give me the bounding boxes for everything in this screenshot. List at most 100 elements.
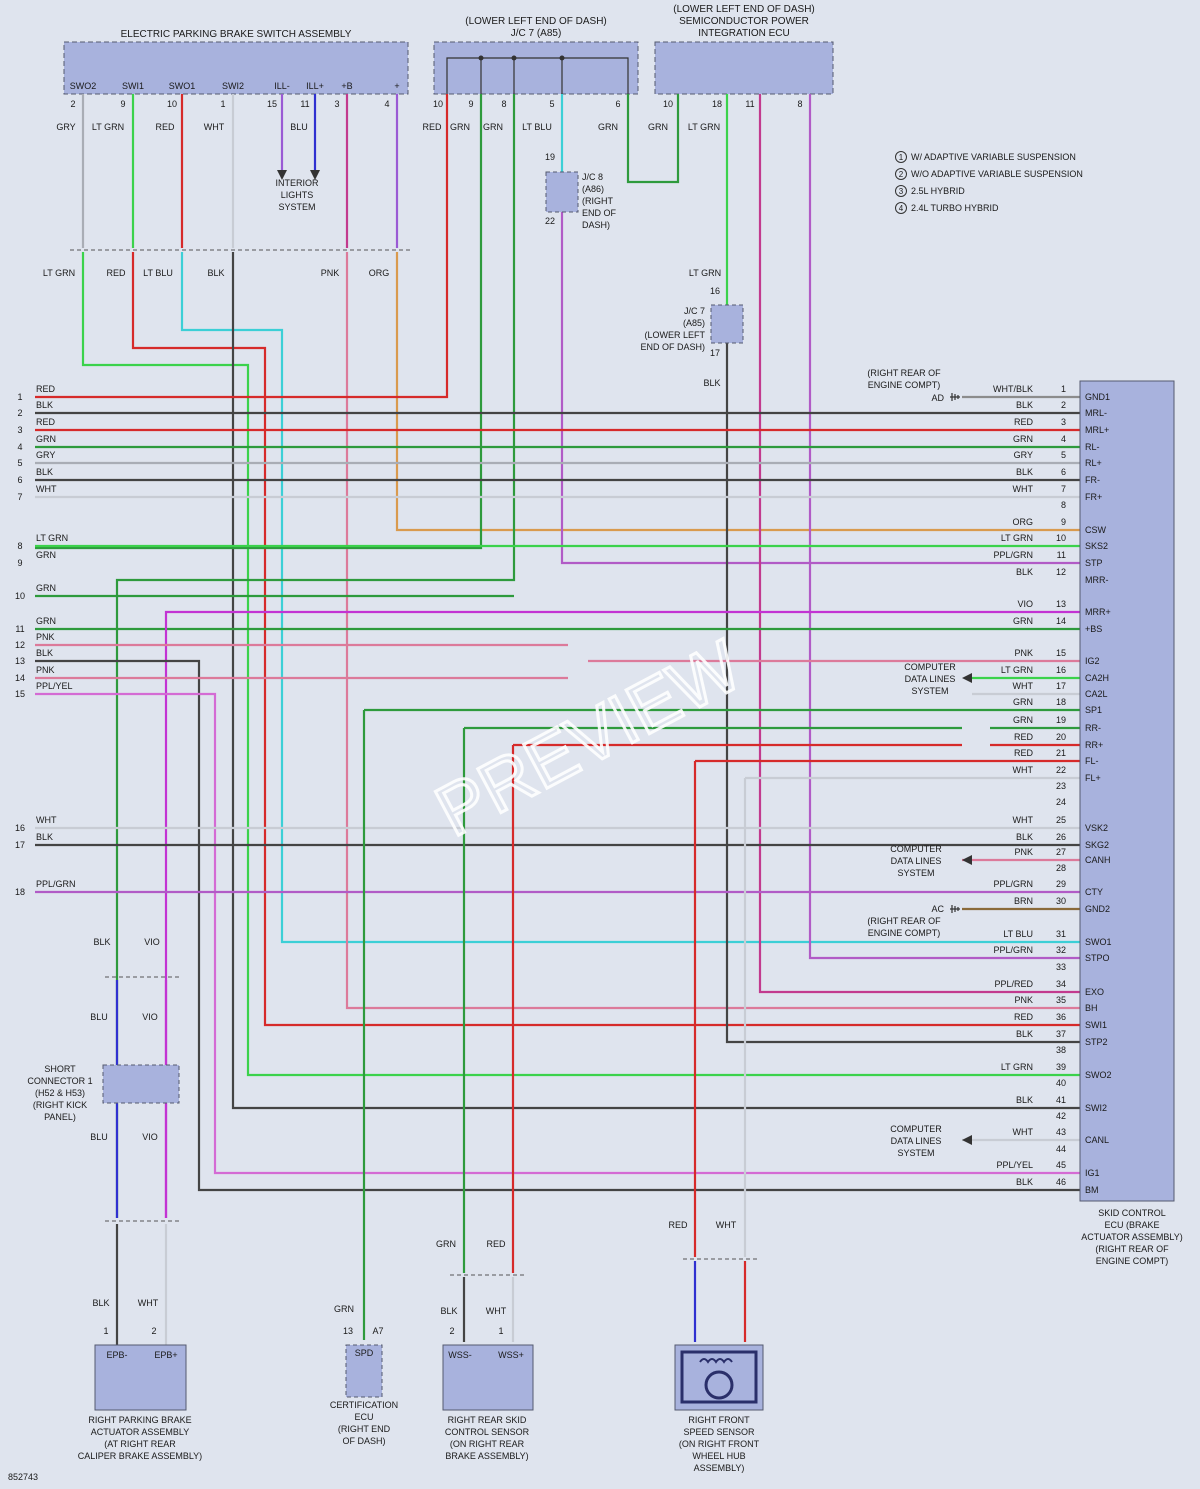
wire-color-label: BLU [290, 122, 308, 132]
rr-sensor-pin-number: 2 [449, 1326, 454, 1336]
ecu-pin-wire: LT BLU [1003, 929, 1033, 939]
ecu-pin-number: 18 [1056, 697, 1066, 707]
short-connector-line: SHORT [44, 1064, 76, 1074]
epb-pin-number-7: 4 [384, 99, 389, 109]
epb-actuator-caption: RIGHT PARKING BRAKE [88, 1415, 191, 1425]
left-wire-color: WHT [36, 484, 57, 494]
jc7-mid-loc1: (LOWER LEFT [644, 330, 705, 340]
left-wire-number: 17 [15, 840, 25, 850]
rf-sensor-caption: ASSEMBLY) [694, 1463, 745, 1473]
wire-blk [35, 659, 1080, 1192]
jc7-mid-label: J/C 7 [684, 306, 705, 316]
ecu-pin-wire: GRN [1013, 715, 1033, 725]
epb-switch-assembly: ELECTRIC PARKING BRAKE SWITCH ASSEMBLY S… [63, 29, 820, 109]
wire-color-label: WHT [138, 1298, 159, 1308]
ecu-pin-name: FL+ [1085, 773, 1101, 783]
ecu-pin-name: RR- [1085, 723, 1101, 733]
epb-pin-6: +B [341, 81, 352, 91]
ecu-pin-wire: PNK [1014, 995, 1033, 1005]
jc7-pin-4: 6 [615, 99, 620, 109]
ecu-pin-name: RL- [1085, 442, 1100, 452]
ecu-pin-wire: BLK [1016, 567, 1033, 577]
wire-color-label: GRN [598, 122, 618, 132]
ecu-pin-name: BH [1085, 1003, 1098, 1013]
ecu-pin-name: STP2 [1085, 1037, 1108, 1047]
wire-color-label: LT GRN [689, 268, 721, 278]
ecu-caption-line: (RIGHT REAR OF [1095, 1244, 1169, 1254]
ecu-pin-number: 30 [1056, 896, 1066, 906]
ecu-pin-number: 41 [1056, 1095, 1066, 1105]
ecu-pin-wire: PPL/GRN [993, 945, 1033, 955]
wire-color-label: RED [106, 268, 126, 278]
ecu-pin-name: IG1 [1085, 1168, 1100, 1178]
ecu-pin-number: 15 [1056, 648, 1066, 658]
ecu-pin-name: SP1 [1085, 705, 1102, 715]
gnd-ad-loc2: ENGINE COMPT) [868, 380, 941, 390]
ecu-pin-number: 25 [1056, 815, 1066, 825]
ecu-pin-name: VSK2 [1085, 823, 1108, 833]
ecu-pin-number: 1 [1061, 384, 1066, 394]
jc7-top-title-2: J/C 7 (A85) [511, 28, 562, 39]
ecu-pin-number: 44 [1056, 1144, 1066, 1154]
wire-pnk [345, 252, 1080, 1010]
spi-pin-number-3: 8 [797, 99, 802, 109]
ecu-pin-wire: PPL/GRN [993, 550, 1033, 560]
wire-color-label: BLK [92, 1298, 109, 1308]
spi-ecu-title-2: SEMICONDUCTOR POWER [679, 16, 809, 27]
rr-sensor-caption: (ON RIGHT REAR [450, 1439, 525, 1449]
epb-pin-1: SWI1 [122, 81, 144, 91]
short-connector-line: (H52 & H53) [35, 1088, 85, 1098]
jc7-pin-1: 9 [468, 99, 473, 109]
wire-blk [231, 252, 1080, 1110]
epb-pin-5: ILL+ [306, 81, 324, 91]
epb-pin-3: SWI2 [222, 81, 244, 91]
ecu-pin-wire: PNK [1014, 847, 1033, 857]
left-wire-color: GRN [36, 616, 56, 626]
speed-sensor-coil-icon [680, 1350, 758, 1404]
wire-color-label: BLU [90, 1132, 108, 1142]
epb-pin-number-4: 15 [267, 99, 277, 109]
jc8-pin-bottom: 22 [545, 216, 555, 226]
left-wire-number: 2 [17, 408, 22, 418]
jc7-top-title-1: (LOWER LEFT END OF DASH) [465, 16, 607, 27]
note-circle-icon [895, 168, 907, 180]
left-wire-color: LT GRN [36, 533, 68, 543]
wire-color-label: VIO [144, 937, 160, 947]
ecu-pin-number: 32 [1056, 945, 1066, 955]
ecu-pin-name: IG2 [1085, 656, 1100, 666]
ecu-pin-name: RL+ [1085, 458, 1102, 468]
epb-pin-number-6: 3 [334, 99, 339, 109]
ecu-pin-number: 6 [1061, 467, 1066, 477]
wire-grn [626, 94, 680, 184]
left-wire-number: 12 [15, 640, 25, 650]
wire-ppl-yel [35, 692, 1080, 1175]
left-wire-number: 15 [15, 689, 25, 699]
wire-red [35, 94, 449, 399]
ecu-pin-number: 12 [1056, 567, 1066, 577]
wire-color-label: RED [486, 1239, 506, 1249]
cert-ecu-connector: A7 [372, 1326, 383, 1336]
left-wire-number: 13 [15, 656, 25, 666]
left-wire-color: GRN [36, 550, 56, 560]
wire-org [395, 252, 1080, 532]
ecu-pin-number: 40 [1056, 1078, 1066, 1088]
ecu-pin-number: 29 [1056, 879, 1066, 889]
ecu-pin-wire: WHT/BLK [993, 384, 1033, 394]
ecu-pin-name: MRR+ [1085, 607, 1111, 617]
ecu-pin-wire: PPL/YEL [996, 1160, 1033, 1170]
ecu-pin-number: 35 [1056, 995, 1066, 1005]
spi-pin-number-2: 11 [745, 99, 754, 109]
spi-pin-number-1: 18 [712, 99, 722, 109]
ecu-pin-name: STP [1085, 558, 1103, 568]
ecu-pin-number: 11 [1057, 550, 1066, 560]
wire-lt-blu [180, 252, 1080, 944]
short-connector-line: PANEL) [44, 1112, 76, 1122]
arrow-left-icon [962, 673, 972, 683]
left-wire-number: 8 [17, 541, 22, 551]
ecu-pin-wire: RED [1014, 417, 1034, 427]
rf-sensor-caption: SPEED SENSOR [683, 1427, 755, 1437]
left-wire-color: RED [36, 384, 56, 394]
